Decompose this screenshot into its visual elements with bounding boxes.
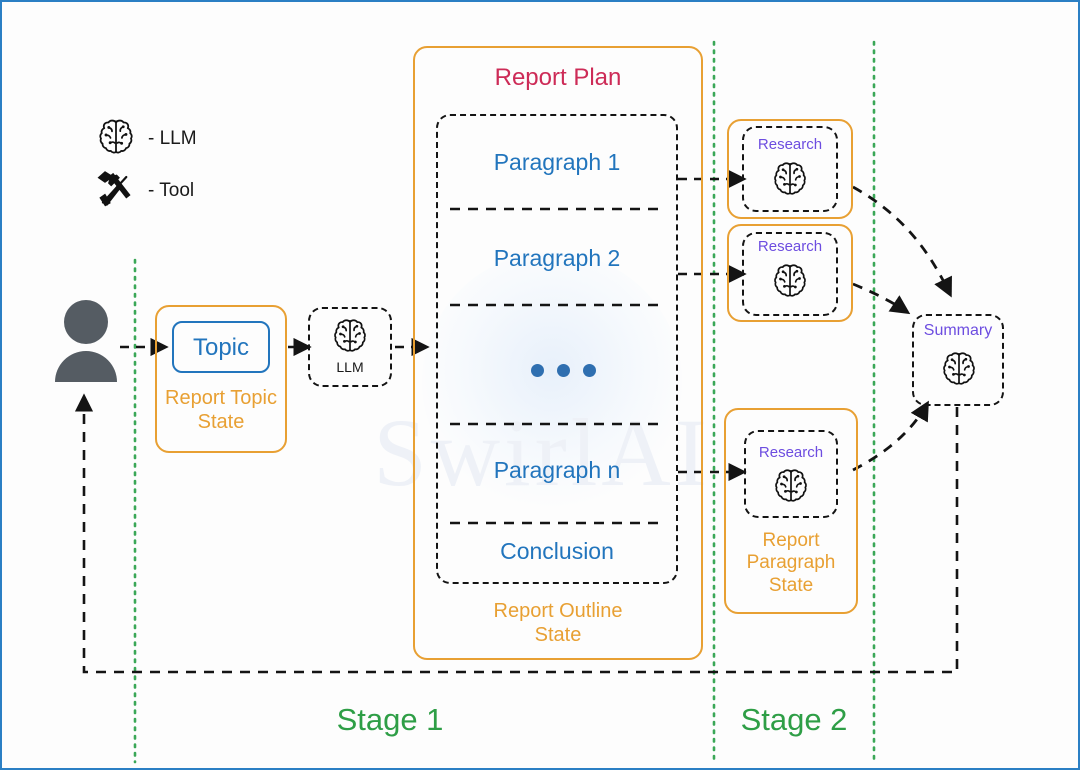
arrow-research2-to-summary <box>852 282 911 315</box>
report-outline-box[interactable] <box>436 114 678 584</box>
user-avatar-icon <box>50 298 122 382</box>
legend-label-llm: - LLM <box>148 127 197 149</box>
hammer-tool-icon <box>94 168 138 213</box>
outline-item-ellipsis <box>531 364 596 377</box>
llm-node-box[interactable] <box>308 307 392 387</box>
research-node-1-label: Research <box>757 136 823 153</box>
legend-item-tool: - Tool <box>94 168 194 213</box>
outline-item-paragraph-1: Paragraph 1 <box>493 149 621 175</box>
brain-icon <box>938 347 980 394</box>
brain-icon <box>94 114 138 163</box>
arrow-research3-to-summary <box>852 400 929 472</box>
report-plan-box[interactable] <box>413 46 703 660</box>
summary-node-box[interactable] <box>912 314 1004 406</box>
research-node-2-label: Research <box>757 238 823 255</box>
brain-icon <box>770 464 812 511</box>
legend-item-llm: - LLM <box>94 114 197 163</box>
research-node-2-box[interactable] <box>727 224 853 322</box>
research-node-1-box[interactable] <box>727 119 853 219</box>
report-paragraph-state-label: Report Paragraph State <box>746 530 836 596</box>
summary-node-label: Summary <box>923 322 993 339</box>
arrow-research1-to-summary <box>852 185 952 298</box>
research-node-3-inner[interactable] <box>744 430 838 518</box>
research-node-2-inner[interactable] <box>742 232 838 316</box>
topic-label: Topic <box>192 334 250 361</box>
topic-box[interactable] <box>172 321 270 373</box>
research-node-3-box[interactable] <box>724 408 858 614</box>
stage-2-label: Stage 2 <box>740 702 848 737</box>
report-plan-title: Report Plan <box>494 64 622 91</box>
outline-item-paragraph-n: Paragraph n <box>493 457 621 483</box>
outline-item-paragraph-2: Paragraph 2 <box>493 245 621 271</box>
research-node-1-inner[interactable] <box>742 126 838 212</box>
stage-1-label: Stage 1 <box>336 702 444 737</box>
report-topic-state-box[interactable] <box>155 305 287 453</box>
research-node-3-label: Research <box>758 444 824 461</box>
brain-icon <box>769 259 811 306</box>
report-outline-state-label: Report Outline State <box>493 600 623 646</box>
brain-icon <box>329 314 371 361</box>
llm-node-label: LLM <box>336 359 364 375</box>
legend-label-tool: - Tool <box>148 179 195 201</box>
brain-icon <box>769 157 811 204</box>
outline-item-conclusion: Conclusion <box>500 538 614 564</box>
report-topic-state-label: Report Topic State <box>165 387 277 433</box>
